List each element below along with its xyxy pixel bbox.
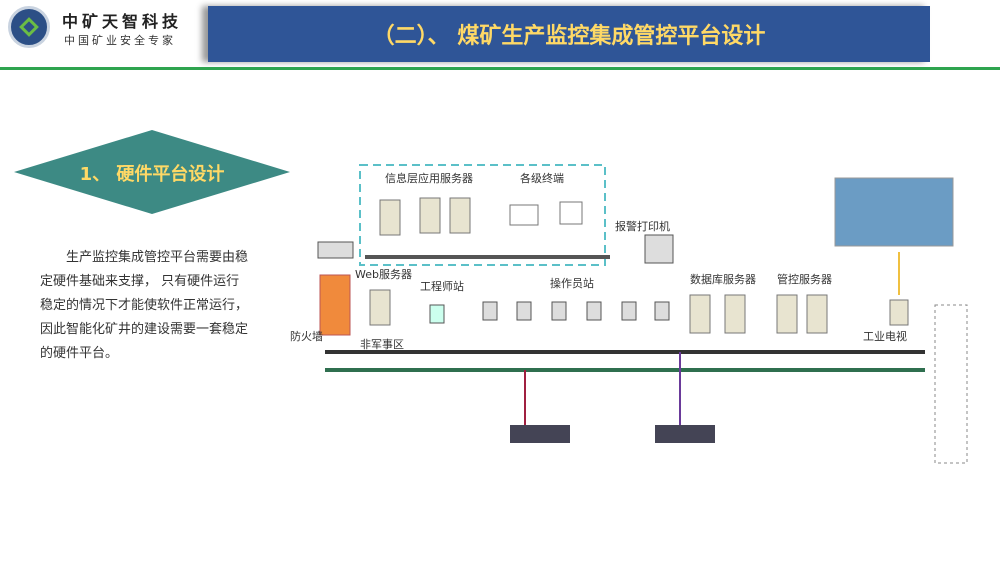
label-web-server: Web服务器 [355, 268, 412, 281]
label-db-servers: 数据库服务器 [690, 272, 756, 286]
page-title-text: （二）、 煤矿生产监控集成管控平台设计 [372, 24, 766, 49]
info-layer-box [359, 164, 606, 266]
label-alarm-printer: 报警打印机 [615, 219, 670, 233]
company-logo [8, 6, 50, 48]
label-industrial-tv: 工业电视 [863, 329, 907, 343]
industrial-tv-server-icon [889, 299, 909, 326]
engineer-station-icon [429, 304, 445, 324]
section-paragraph: 生产监控集成管控平台需要由稳定硬件基础来支撑， 只有硬件运行稳定的情况下才能使软… [40, 250, 249, 361]
label-operator-station: 操作员站 [550, 276, 594, 290]
printer-icon [644, 234, 674, 264]
network-diagram: 信息层应用服务器 各级终端 防火墙 Web服务器 非军事区 工程师站 操作员站 … [290, 164, 968, 464]
page-title: （二）、 煤矿生产监控集成管控平台设计 [208, 6, 930, 62]
server-icons [379, 197, 583, 236]
header-divider [0, 67, 1000, 70]
video-wall-icon [834, 177, 954, 247]
firewall-icon [319, 274, 351, 336]
label-firewall: 防火墙 [290, 329, 323, 343]
brand-name: 中矿天智科技 [62, 12, 183, 31]
brand-slogan: 中国矿业安全专家 [64, 34, 176, 47]
section-heading: 1、 硬件平台设计 [79, 164, 225, 185]
operator-station-icons [482, 301, 670, 321]
label-engineer-station: 工程师站 [420, 279, 464, 293]
camera-group [934, 304, 968, 464]
storage-device-icon [510, 425, 570, 443]
storage-device-icon-2 [655, 425, 715, 443]
section-heading-shape [14, 130, 290, 214]
label-terminals: 各级终端 [520, 171, 564, 185]
label-dmz: 非军事区 [360, 338, 404, 351]
label-info-servers: 信息层应用服务器 [385, 171, 473, 185]
label-control-servers: 管控服务器 [777, 272, 832, 286]
web-server-icon [369, 289, 391, 326]
switch-icon [317, 241, 354, 259]
